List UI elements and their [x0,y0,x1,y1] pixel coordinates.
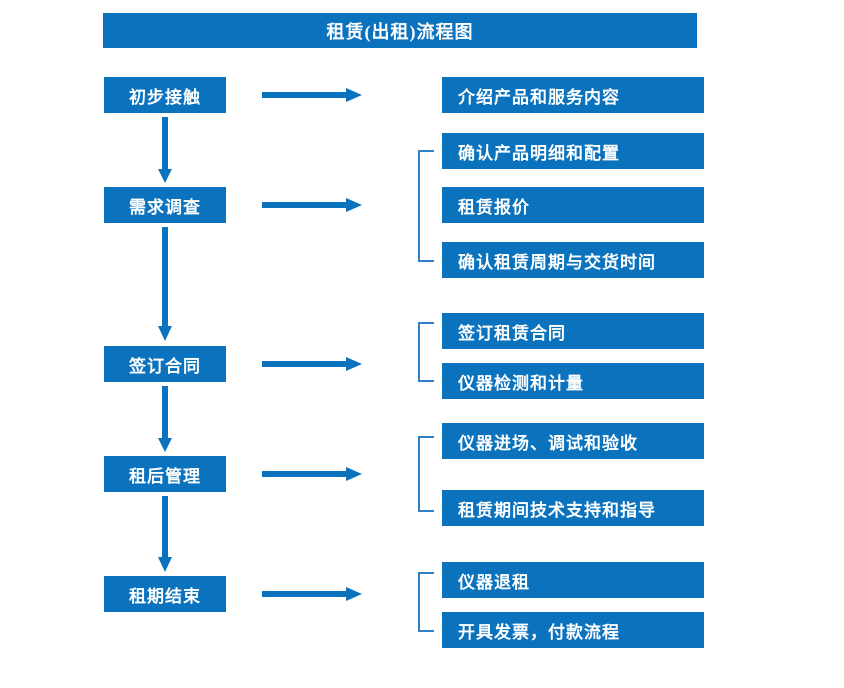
detail-box-10[interactable]: 开具发票，付款流程 [442,612,704,648]
horizontal-arrow-icon-3 [262,357,362,371]
horizontal-arrow-icon-5 [262,587,362,601]
detail-box-4[interactable]: 确认租赁周期与交货时间 [442,242,704,278]
horizontal-arrow-icon-4 [262,467,362,481]
detail-box-1[interactable]: 介绍产品和服务内容 [442,77,704,113]
vertical-arrow-icon-3 [158,386,172,452]
diagram-title: 租赁(出租)流程图 [103,13,697,48]
stage-box-5[interactable]: 租期结束 [104,576,226,612]
detail-box-6[interactable]: 仪器检测和计量 [442,363,704,399]
stage-box-4[interactable]: 租后管理 [104,456,226,492]
detail-box-3[interactable]: 租赁报价 [442,187,704,223]
horizontal-arrow-icon-1 [262,88,362,102]
vertical-arrow-icon-1 [158,117,172,183]
detail-box-2[interactable]: 确认产品明细和配置 [442,133,704,169]
vertical-arrow-icon-2 [158,227,172,341]
group-bracket-1 [418,150,434,262]
group-bracket-4 [418,572,434,632]
stage-box-3[interactable]: 签订合同 [104,346,226,382]
vertical-arrow-icon-4 [158,496,172,572]
stage-box-2[interactable]: 需求调查 [104,187,226,223]
horizontal-arrow-icon-2 [262,198,362,212]
detail-box-8[interactable]: 租赁期间技术支持和指导 [442,490,704,526]
detail-box-5[interactable]: 签订租赁合同 [442,313,704,349]
group-bracket-3 [418,436,434,512]
group-bracket-2 [418,322,434,382]
detail-box-7[interactable]: 仪器进场、调试和验收 [442,423,704,459]
stage-box-1[interactable]: 初步接触 [104,77,226,113]
detail-box-9[interactable]: 仪器退租 [442,562,704,598]
